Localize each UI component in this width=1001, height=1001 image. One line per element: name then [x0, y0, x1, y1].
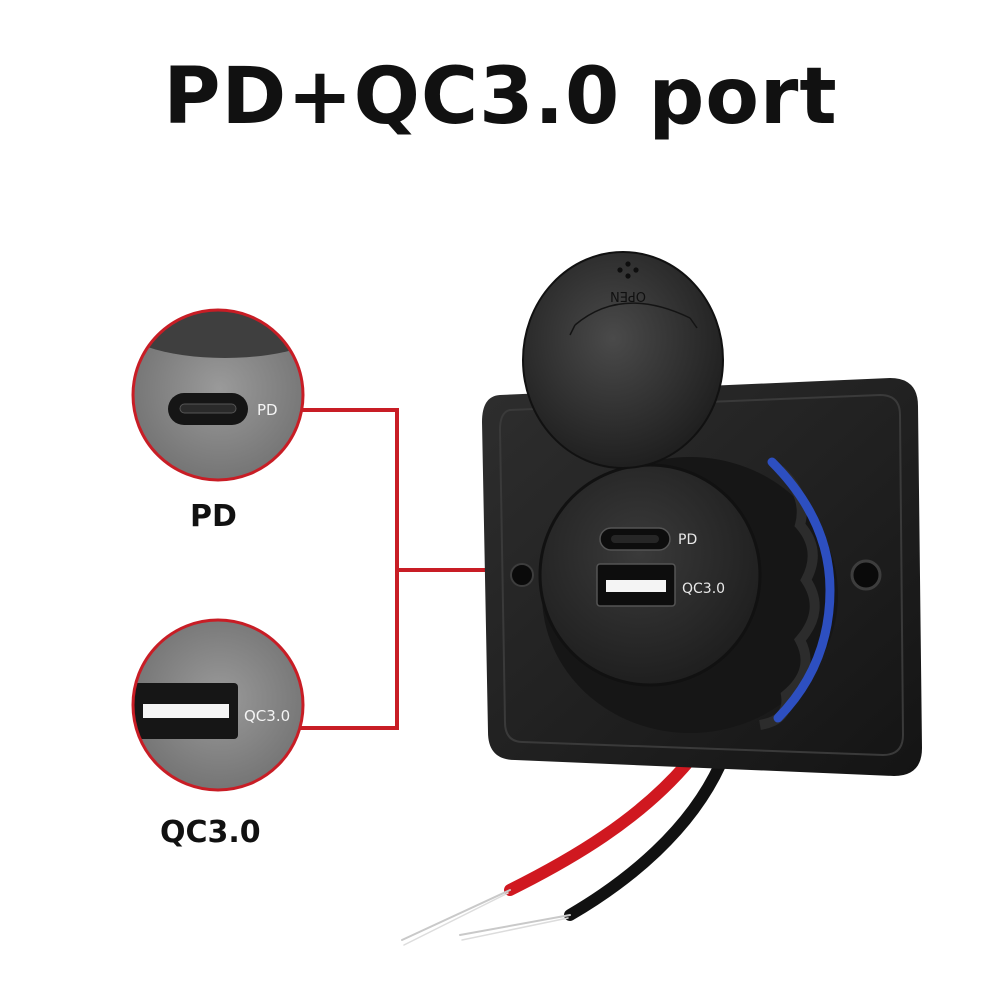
screw-hole-right — [850, 559, 882, 591]
wires — [401, 754, 726, 946]
cap-open-text: OPEN — [610, 288, 646, 303]
socket-face: PD QC3.0 — [538, 463, 762, 687]
qc-zoom-label: QC3.0 — [244, 707, 290, 725]
qc-port-label: QC3.0 — [682, 581, 725, 597]
blue-led-ring — [767, 457, 835, 723]
screw-hole-left — [510, 563, 534, 587]
dust-cap: OPEN — [522, 251, 724, 469]
pd-zoom-label: PD — [257, 401, 278, 419]
pd-zoom-circle: PD — [131, 308, 305, 482]
page-title: PD+QC3.0 port — [163, 52, 838, 142]
pd-caption: PD — [190, 499, 237, 534]
qc-zoom-circle: QC3.0 — [131, 618, 305, 792]
pd-port-label: PD — [678, 532, 697, 548]
qc-caption: QC3.0 — [160, 815, 261, 850]
